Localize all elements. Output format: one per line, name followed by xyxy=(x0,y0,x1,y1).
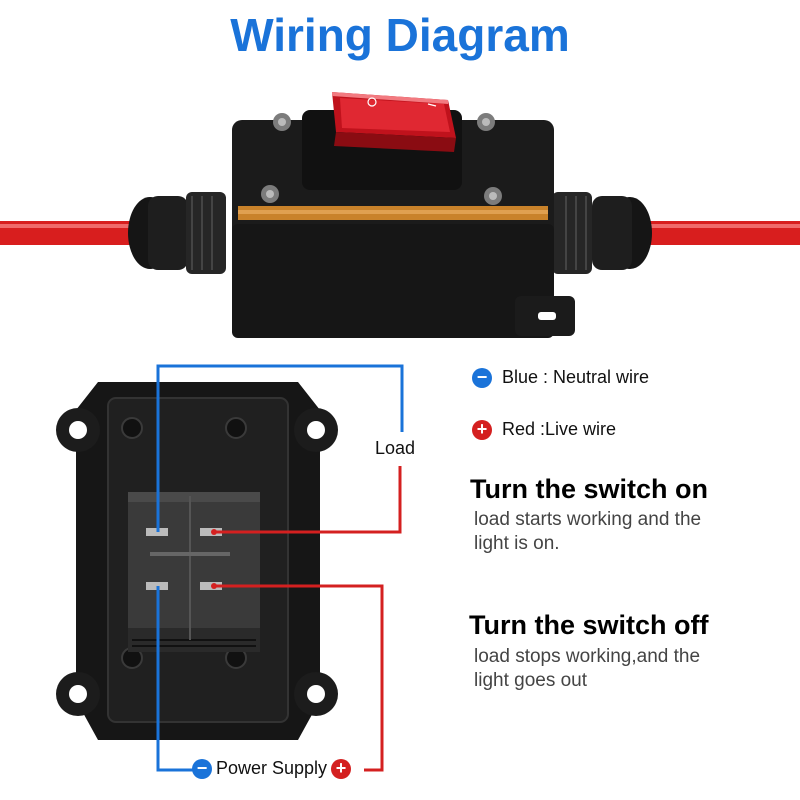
page-title: Wiring Diagram xyxy=(230,9,570,61)
power-supply-label: Power Supply xyxy=(216,758,328,778)
neutral-wires xyxy=(156,364,404,772)
switch-housing xyxy=(232,110,575,338)
switch-on-heading: Turn the switch on xyxy=(470,474,708,504)
switch-off-line-2: light goes out xyxy=(474,670,588,691)
legend-neutral-text: Blue : Neutral wire xyxy=(502,367,650,387)
legend-live: + Red :Live wire xyxy=(472,419,616,440)
neutral-wire-power xyxy=(156,586,194,772)
red-rocker-switch xyxy=(332,92,456,152)
switch-off-heading: Turn the switch off xyxy=(469,610,709,640)
power-supply-label-group: − Power Supply + xyxy=(192,758,352,779)
minus-circle-icon: − xyxy=(472,367,492,388)
load-label: Load xyxy=(375,438,416,458)
power-live-plus-icon: + xyxy=(331,758,352,779)
switch-back-view xyxy=(56,382,338,740)
right-cable-gland xyxy=(552,192,652,274)
switch-on-line-1: load starts working and the xyxy=(474,509,702,530)
switch-on-line-2: light is on. xyxy=(474,533,560,554)
live-wires xyxy=(214,466,402,772)
power-neutral-minus-icon: − xyxy=(192,758,212,779)
switch-off-description: load stops working,and the light goes ou… xyxy=(474,645,774,693)
switch-off-line-1: load stops working,and the xyxy=(474,646,701,667)
live-wire-load xyxy=(214,466,402,534)
plus-circle-icon: + xyxy=(472,419,492,440)
live-wire-power xyxy=(214,584,384,758)
left-cable-gland xyxy=(128,192,226,274)
switch-on-description: load starts working and the light is on. xyxy=(474,508,774,556)
neutral-wire-load xyxy=(156,364,404,532)
legend-neutral: − Blue : Neutral wire xyxy=(472,367,649,388)
legend-live-text: Red :Live wire xyxy=(502,419,617,439)
